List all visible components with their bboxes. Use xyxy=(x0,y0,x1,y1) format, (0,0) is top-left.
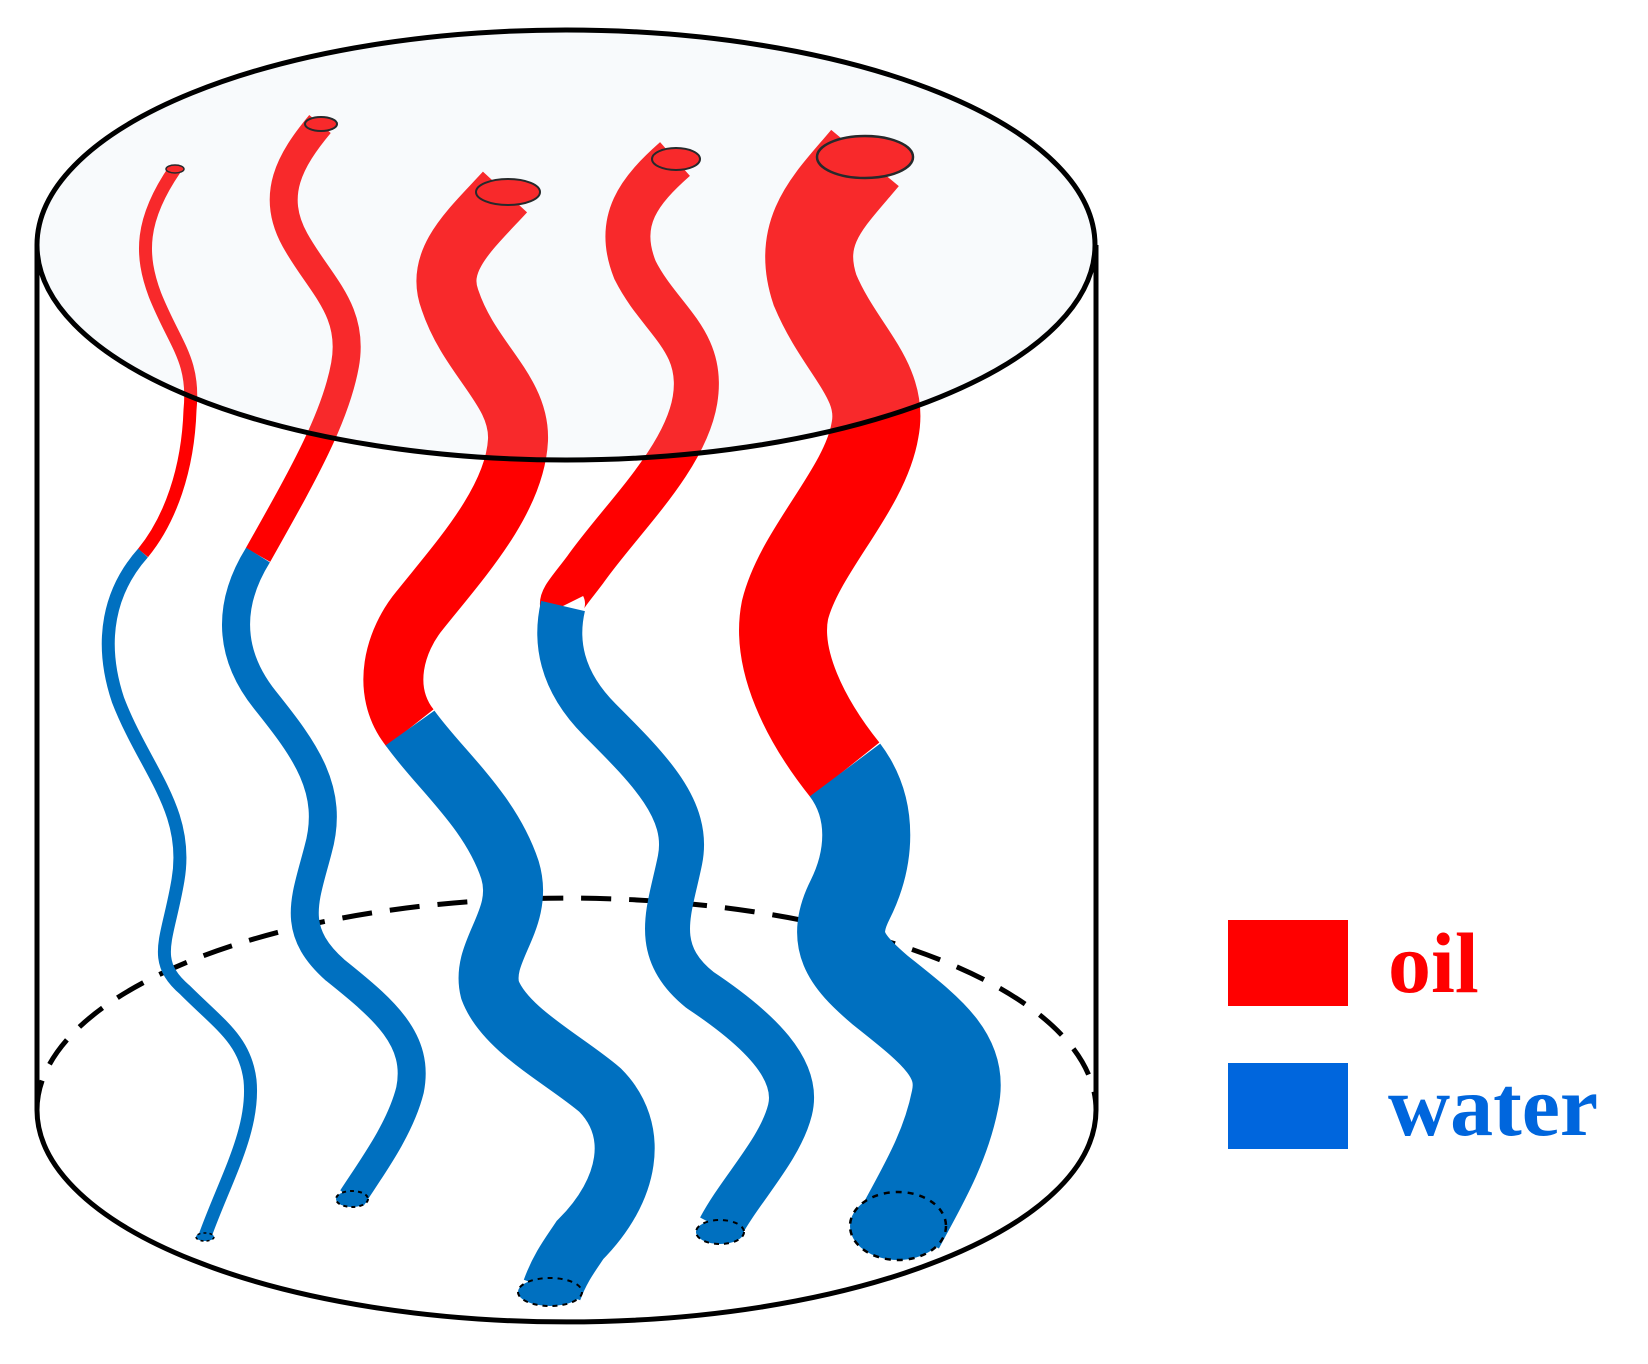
capillary-1 xyxy=(101,164,258,1242)
capillary-2 xyxy=(222,115,426,1208)
capillary-2-bottom-opening xyxy=(335,1190,369,1208)
capillary-4-water xyxy=(537,600,814,1239)
capillary-5-top-opening xyxy=(815,134,915,180)
capillary-2-top-opening xyxy=(304,116,338,132)
legend-item-oil: oil xyxy=(1228,920,1479,1006)
legend-swatch-water xyxy=(1228,1063,1348,1149)
legend-item-water: water xyxy=(1228,1063,1598,1149)
capillary-1-oil xyxy=(137,165,198,558)
cylinder-bottom-front-arc xyxy=(34,1109,1099,1325)
cylinder-top-face xyxy=(34,27,1098,463)
capillary-2-oil xyxy=(245,115,361,562)
capillary-1-water xyxy=(101,548,258,1239)
legend-label-water: water xyxy=(1388,1058,1599,1154)
capillary-2-water xyxy=(222,547,426,1206)
capillary-4-top-opening xyxy=(651,147,701,171)
capillary-4 xyxy=(537,142,814,1245)
capillaries xyxy=(101,115,1001,1307)
capillary-5 xyxy=(739,129,1001,1262)
capillary-5-water xyxy=(797,743,1001,1249)
capillary-5-bottom-opening xyxy=(848,1190,948,1262)
capillary-3-oil xyxy=(363,171,548,747)
legend-swatch-oil xyxy=(1228,920,1348,1006)
cylinder-bottom-back-arc xyxy=(34,895,1099,1111)
capillary-3-bottom-opening xyxy=(517,1277,583,1307)
capillary-5-oil xyxy=(739,129,921,798)
capillary-4-bottom-opening xyxy=(695,1219,745,1245)
capillary-3-top-opening xyxy=(475,178,541,206)
capillary-1-bottom-opening xyxy=(195,1232,215,1242)
legend-label-oil: oil xyxy=(1388,915,1479,1011)
capillary-1-top-opening xyxy=(165,164,185,174)
capillary-3-water xyxy=(385,710,655,1301)
capillary-4-oil xyxy=(540,142,719,617)
capillary-3 xyxy=(363,171,655,1307)
